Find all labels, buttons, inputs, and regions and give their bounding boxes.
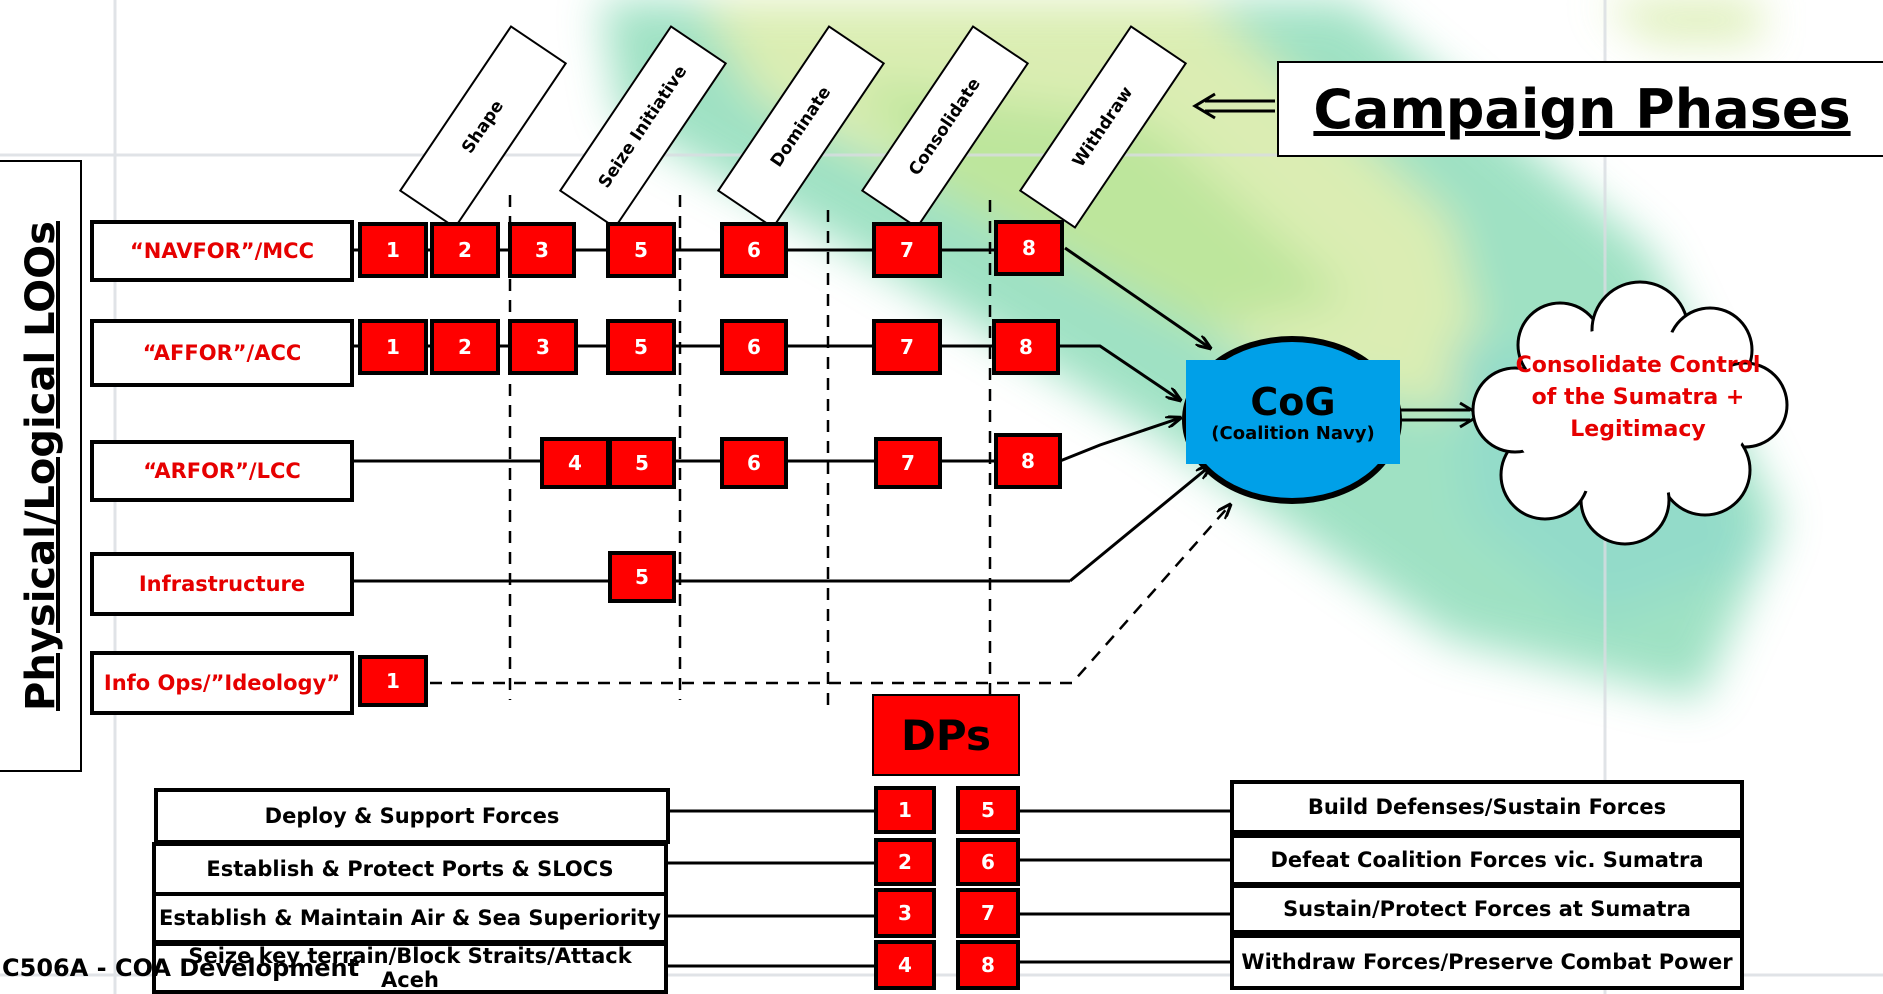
dp-number: 3 [874,888,936,938]
arrow-infoops-cog [430,505,1230,685]
dp-label: Defeat Coalition Forces vic. Sumatra [1230,834,1744,886]
arrow-navfor-cog [1064,246,1210,348]
dp-number: 1 [874,786,936,834]
loo-navfor-dp: 1 [358,222,428,278]
dp-number: 7 [956,888,1020,938]
loo-arfor-dp: 4 [540,437,610,489]
center-of-gravity: CoG (Coalition Navy) [1186,360,1400,464]
title-box: Campaign Phases [1277,61,1883,157]
loo-arfor-dp: 5 [608,437,676,489]
dp-label: Establish & Maintain Air & Sea Superiori… [152,892,668,944]
dp-label: Withdraw Forces/Preserve Combat Power [1230,934,1744,990]
page-title: Campaign Phases [1313,77,1851,141]
loo-navfor-dp: 7 [872,222,942,278]
loo-affor-dp: 6 [720,319,788,375]
loo-navfor-dp: 8 [994,220,1064,276]
loo-arfor-dp: 8 [994,433,1062,489]
dp-label: Sustain/Protect Forces at Sumatra [1230,884,1744,934]
dp-number: 5 [956,786,1020,834]
dp-label: Deploy & Support Forces [154,788,670,844]
arrow-infrastructure-cog [1069,466,1210,583]
arrow-affor-cog [1060,344,1180,400]
loo-label-navfor: “NAVFOR”/MCC [90,220,354,282]
side-title-box [0,160,82,772]
loo-label-info-ops: Info Ops/”Ideology” [90,651,354,715]
loo-affor-dp: 8 [992,319,1060,375]
dp-number: 6 [956,838,1020,886]
loo-navfor-dp: 5 [606,222,676,278]
loo-label-arfor: “ARFOR”/LCC [90,440,354,502]
loo-affor-dp: 2 [430,319,500,375]
cog-title: CoG [1250,379,1336,424]
loo-navfor-dp: 6 [720,222,788,278]
loo-arfor-dp: 6 [720,437,788,489]
dp-number: 2 [874,838,936,886]
dp-label: Seize key terrain/Block Straits/Attack A… [152,942,668,994]
cog-subtitle: (Coalition Navy) [1211,422,1375,444]
arrow-arfor-cog [1059,418,1180,463]
loo-info-ops-dp: 1 [358,655,428,707]
loo-arfor-dp: 7 [874,437,942,489]
loo-affor-dp: 5 [606,319,676,375]
footer-text: C506A - COA Development [2,954,360,982]
dp-number: 8 [956,940,1020,990]
loo-navfor-dp: 3 [508,222,576,278]
loo-label-infrastructure: Infrastructure [90,552,354,616]
loo-affor-dp: 1 [358,319,428,375]
loo-affor-dp: 3 [508,319,578,375]
dp-number: 4 [874,940,936,990]
loo-infrastructure-dp: 5 [608,551,676,603]
end-state: Consolidate Control of the Sumatra + Leg… [1515,353,1761,442]
dp-label: Establish & Protect Ports & SLOCS [152,842,668,896]
loo-affor-dp: 7 [872,319,942,375]
dp-label: Build Defenses/Sustain Forces [1230,780,1744,834]
dps-title: DPs [872,694,1020,776]
loo-navfor-dp: 2 [430,222,500,278]
loo-label-affor: “AFFOR”/ACC [90,319,354,387]
